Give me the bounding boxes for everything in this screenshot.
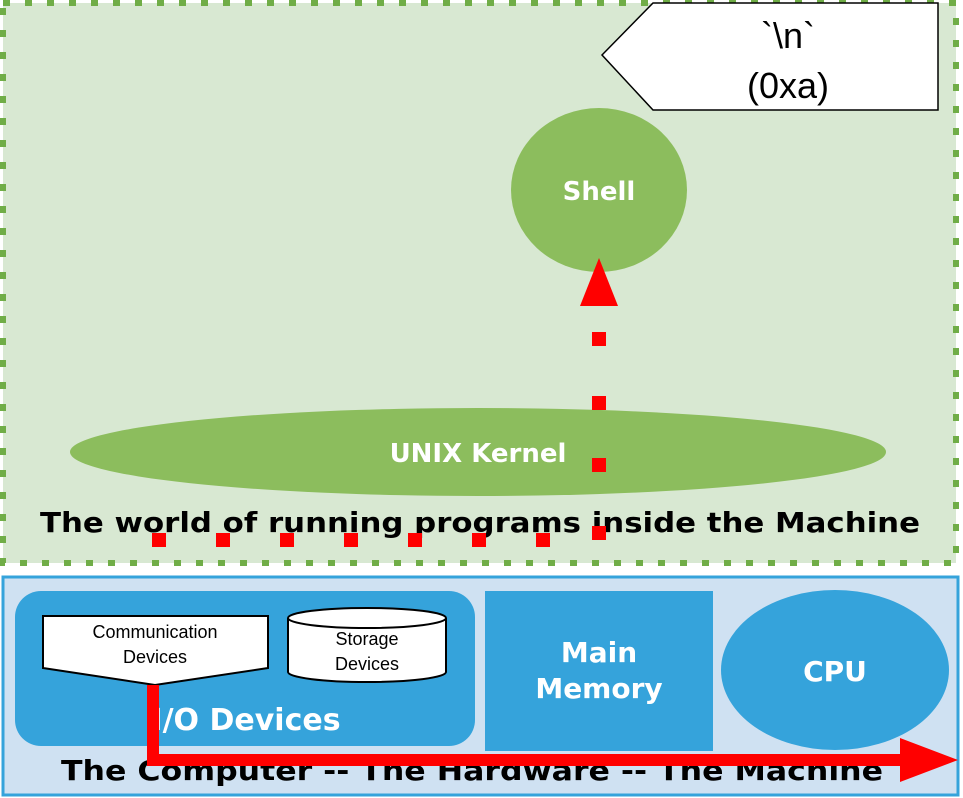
signal-path-software (152, 332, 606, 547)
cpu-node (721, 590, 949, 750)
kernel-node (70, 408, 886, 496)
shell-label: Shell (563, 177, 636, 207)
storage-devices-top (287, 607, 447, 629)
communication-devices-shape (42, 615, 269, 687)
storage-line2: Devices (335, 654, 399, 674)
signal-arrowhead-up (580, 258, 618, 306)
callout-line2: (0xa) (747, 65, 829, 106)
storage-line1: Storage (335, 629, 398, 649)
newline-callout (600, 2, 939, 111)
main-memory-line2: Memory (535, 672, 662, 705)
signal-path-hardware (147, 685, 905, 766)
io-devices-label: I/O Devices (151, 703, 340, 738)
shell-node (511, 108, 687, 272)
signal-arrowhead-right (900, 738, 958, 782)
main-memory-box (485, 591, 713, 751)
communication-line2: Devices (123, 647, 187, 667)
main-memory-line1: Main (561, 636, 637, 669)
storage-devices-shape (287, 618, 447, 683)
callout-line1: `\n` (761, 15, 815, 56)
kernel-label: UNIX Kernel (390, 439, 567, 469)
cpu-label: CPU (803, 655, 867, 688)
communication-line1: Communication (92, 622, 217, 642)
